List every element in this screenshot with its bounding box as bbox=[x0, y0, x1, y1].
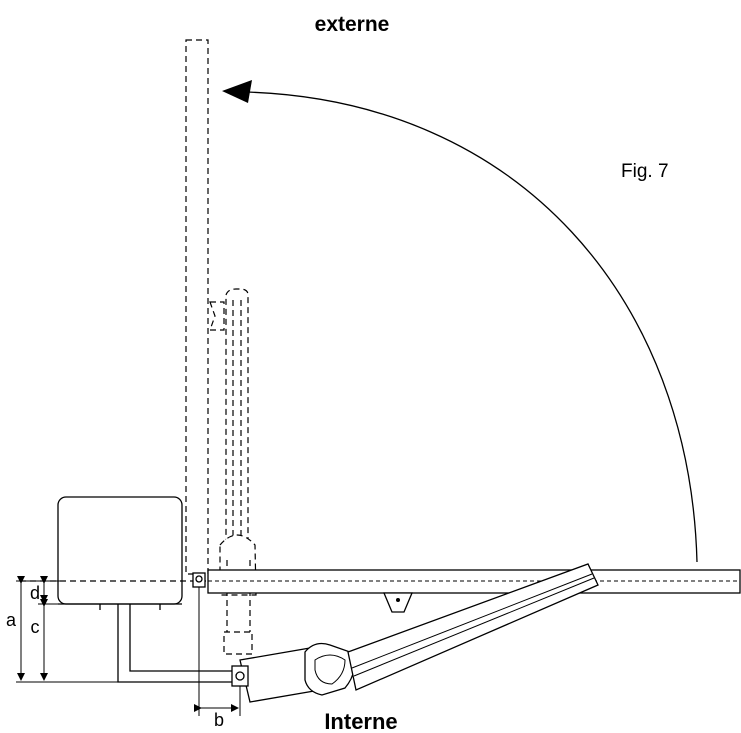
opening-direction-arrow bbox=[222, 80, 698, 563]
pillar bbox=[57, 496, 183, 605]
gate-bracket bbox=[383, 592, 413, 613]
dim-a-label: a bbox=[6, 610, 17, 630]
outside-label: externe bbox=[315, 13, 390, 36]
gate-leaf-open-position bbox=[185, 39, 209, 575]
actuator-closed bbox=[231, 563, 599, 703]
dimension-d: d bbox=[30, 576, 60, 605]
post-bracket bbox=[58, 603, 240, 683]
dim-c-label: c bbox=[31, 617, 40, 637]
figure-label: Fig. 7 bbox=[621, 161, 669, 182]
inside-label: Interne bbox=[324, 709, 397, 733]
dimension-a: a bbox=[6, 576, 118, 683]
dimension-c: c bbox=[31, 599, 48, 681]
dim-b-label: b bbox=[214, 710, 224, 730]
hinge bbox=[192, 572, 206, 588]
dimension-b: b bbox=[194, 587, 241, 730]
actuator-open-position bbox=[209, 288, 257, 655]
gate-leaf-closed bbox=[207, 569, 741, 594]
dim-d-label: d bbox=[30, 583, 40, 603]
